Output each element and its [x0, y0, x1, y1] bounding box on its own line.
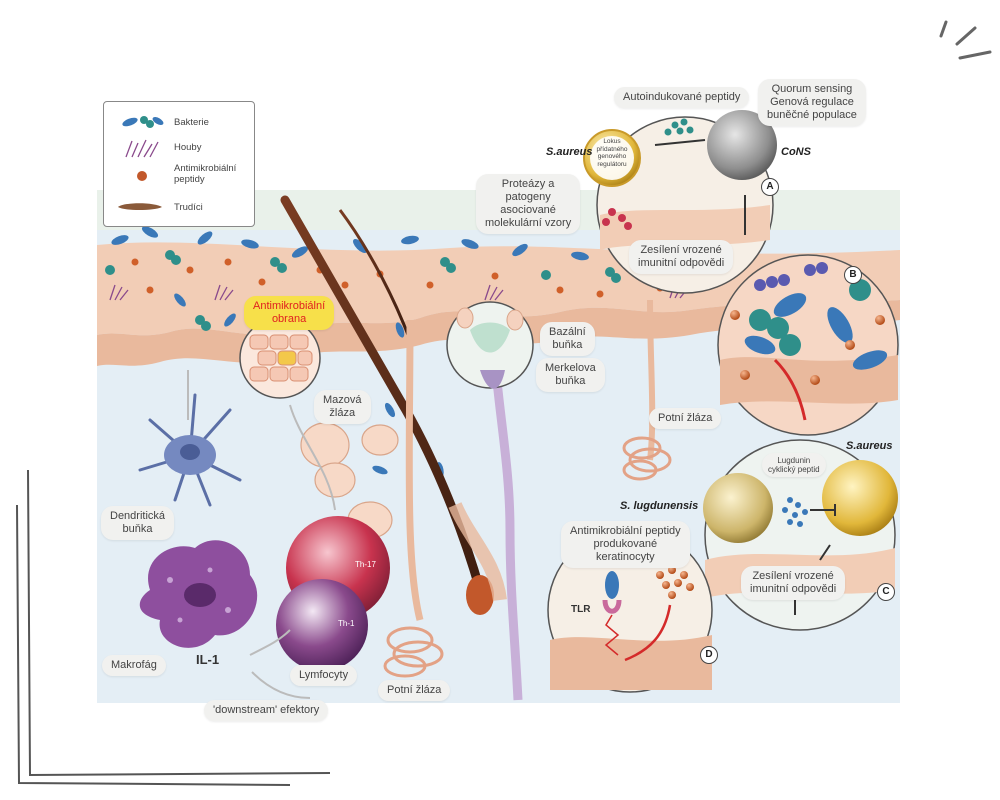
- merkel-nerve-ending: [480, 370, 505, 389]
- label-s-lugdunensis: S. lugdunensis: [620, 500, 699, 512]
- corner-strokes: [939, 20, 992, 60]
- sweat-duct-bottom: [405, 319, 424, 621]
- inset-d-peptides: [656, 566, 694, 599]
- inset-a-skin: [600, 205, 770, 250]
- s-aureus-right: [822, 460, 898, 536]
- nerve-fiber: [490, 359, 523, 701]
- label-sweat-gland-bottom: Potní žláza: [378, 680, 451, 701]
- inset-b: [717, 254, 899, 436]
- legend-label-mite: Trudíci: [174, 202, 203, 213]
- tlr-receptor: [602, 571, 622, 656]
- bacteria-icon: [122, 116, 164, 128]
- s-lugdunensis-bacterium: [703, 473, 773, 543]
- legend-item-bacteria: Bakterie: [104, 108, 254, 136]
- sweat-coil-right: [622, 436, 672, 481]
- panel-letter-a: A: [761, 178, 779, 196]
- label-tlr: TLR: [571, 604, 591, 615]
- inset-d-arrow: [624, 604, 672, 662]
- autoinducing-peptides: [664, 118, 694, 136]
- hair-bulb: [466, 575, 494, 615]
- fungi-icon: [125, 139, 159, 158]
- panel-letter-b: B: [844, 266, 862, 284]
- mite-icon: [118, 203, 162, 210]
- panel-letter-d: D: [700, 646, 718, 664]
- hair-shaft-thin: [338, 209, 412, 341]
- inset-b-chain: [754, 262, 828, 291]
- legend-label-bacteria: Bakterie: [174, 117, 209, 128]
- inset-b-arrow: [773, 358, 807, 421]
- dendritic-cell: [138, 393, 242, 507]
- label-lymphocytes: Lymfocyty: [290, 665, 358, 686]
- keratinocyte-cells: [249, 334, 313, 382]
- merkel-cell-shape: [470, 322, 510, 353]
- label-cons: CoNS: [781, 146, 811, 158]
- inset-b-bacteria: [744, 293, 888, 370]
- macrophage-cell: [139, 540, 258, 648]
- sweat-coil-bottom: [383, 626, 444, 678]
- sweat-duct-right: [647, 299, 656, 461]
- legend-item-fungi: Houby: [104, 135, 254, 163]
- label-il1: IL-1: [196, 652, 220, 667]
- cons-bacterium: [707, 110, 777, 180]
- inset-c-arrows: [794, 504, 836, 615]
- label-autoinducing-peptides: Autoindukované peptidy: [614, 87, 750, 108]
- label-s-aureus-top: S.aureus: [546, 146, 593, 158]
- locus-bubble: [590, 136, 634, 180]
- corner-bracket: [16, 469, 331, 786]
- label-th17: Th-17: [355, 560, 376, 569]
- peptide-icon: [137, 171, 147, 181]
- hair-follicle: [448, 502, 507, 602]
- inset-d-skin: [550, 635, 712, 690]
- inset-b-cocci: [749, 279, 871, 356]
- signal-arrows: [187, 370, 336, 699]
- label-downstream-effectors: 'downstream' efektory: [204, 700, 329, 721]
- protease-particles: [602, 208, 632, 230]
- inset-a-signal-arrow: [654, 139, 706, 146]
- legend-label-fungi: Houby: [174, 142, 202, 153]
- panel-letter-c: C: [877, 583, 895, 601]
- sebaceous-gland: [300, 422, 399, 539]
- legend-item-mite: Trudíci: [104, 194, 254, 222]
- inset-b-peptides: [730, 310, 885, 385]
- inset-b-skin: [720, 355, 898, 405]
- label-th1: Th-1: [338, 619, 355, 628]
- lugdunin-peptides: [782, 497, 808, 527]
- label-s-aureus-right: S.aureus: [846, 440, 893, 452]
- label-sweat-gland-right: Potní žláza: [649, 408, 722, 429]
- th1-lymphocyte: [276, 579, 368, 671]
- label-macrophage: Makrofág: [102, 655, 166, 676]
